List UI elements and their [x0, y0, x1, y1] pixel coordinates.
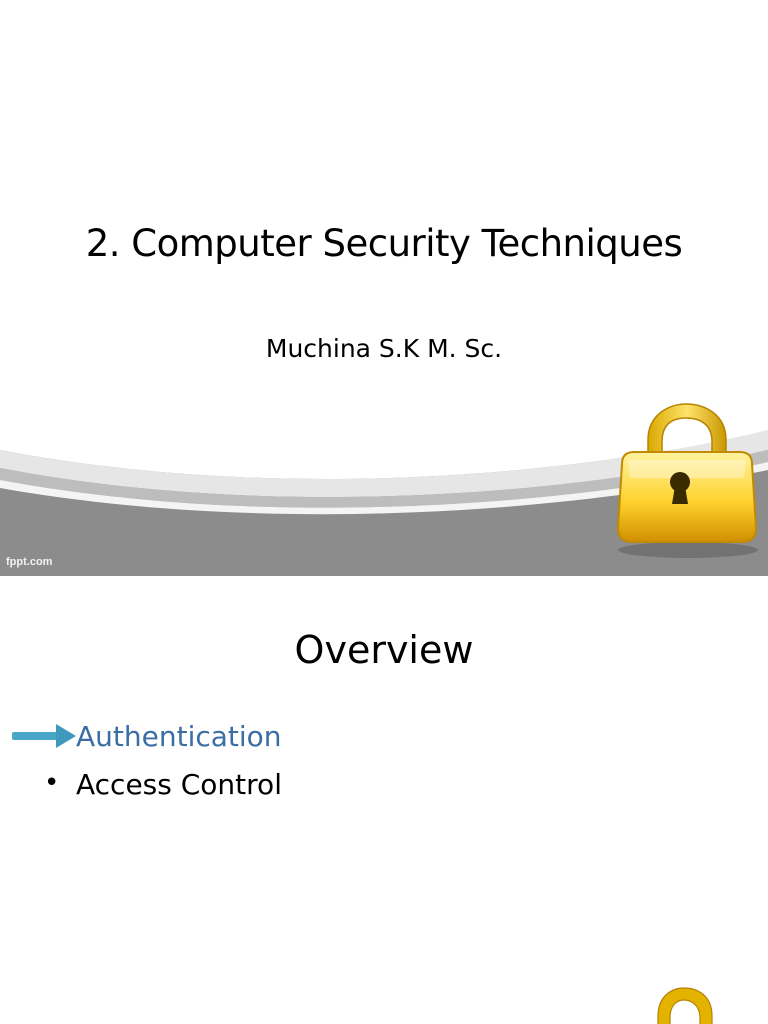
arrow-icon [12, 724, 76, 748]
slide-title: Overview [294, 628, 474, 672]
padlock-icon [616, 403, 758, 558]
padlock-icon [657, 987, 713, 1024]
title-slide: 2. Computer Security Techniques Muchina … [0, 222, 768, 576]
list-item: Authentication [0, 716, 768, 756]
bullet-text: Authentication [76, 720, 282, 753]
list-item: • Access Control [0, 764, 768, 804]
overview-slide: Overview Authentication • Access Control [0, 576, 768, 1024]
watermark-text: fppt.com [6, 556, 53, 568]
slide-title: 2. Computer Security Techniques [85, 222, 683, 265]
bullet-text: Access Control [76, 768, 282, 801]
bullet-marker: • [44, 768, 60, 798]
slide-subtitle: Muchina S.K M. Sc. [265, 334, 503, 363]
